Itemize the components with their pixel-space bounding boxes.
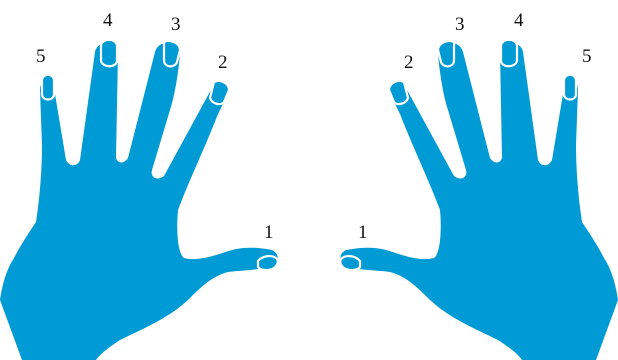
left-finger-4-label: 4 — [103, 10, 113, 31]
right-finger-3-label: 3 — [455, 14, 465, 35]
left-finger-1-label: 1 — [264, 222, 274, 243]
left-hand: 5 4 3 2 1 — [0, 10, 278, 360]
left-finger-3-label: 3 — [171, 14, 181, 35]
right-finger-5-label: 5 — [582, 46, 592, 67]
right-hand: 1 2 3 4 5 — [340, 10, 618, 360]
left-finger-5-label: 5 — [36, 46, 46, 67]
right-finger-2-label: 2 — [404, 52, 414, 73]
right-finger-1-label: 1 — [358, 222, 368, 243]
right-finger-4-label: 4 — [514, 10, 524, 31]
left-finger-2-label: 2 — [218, 52, 228, 73]
